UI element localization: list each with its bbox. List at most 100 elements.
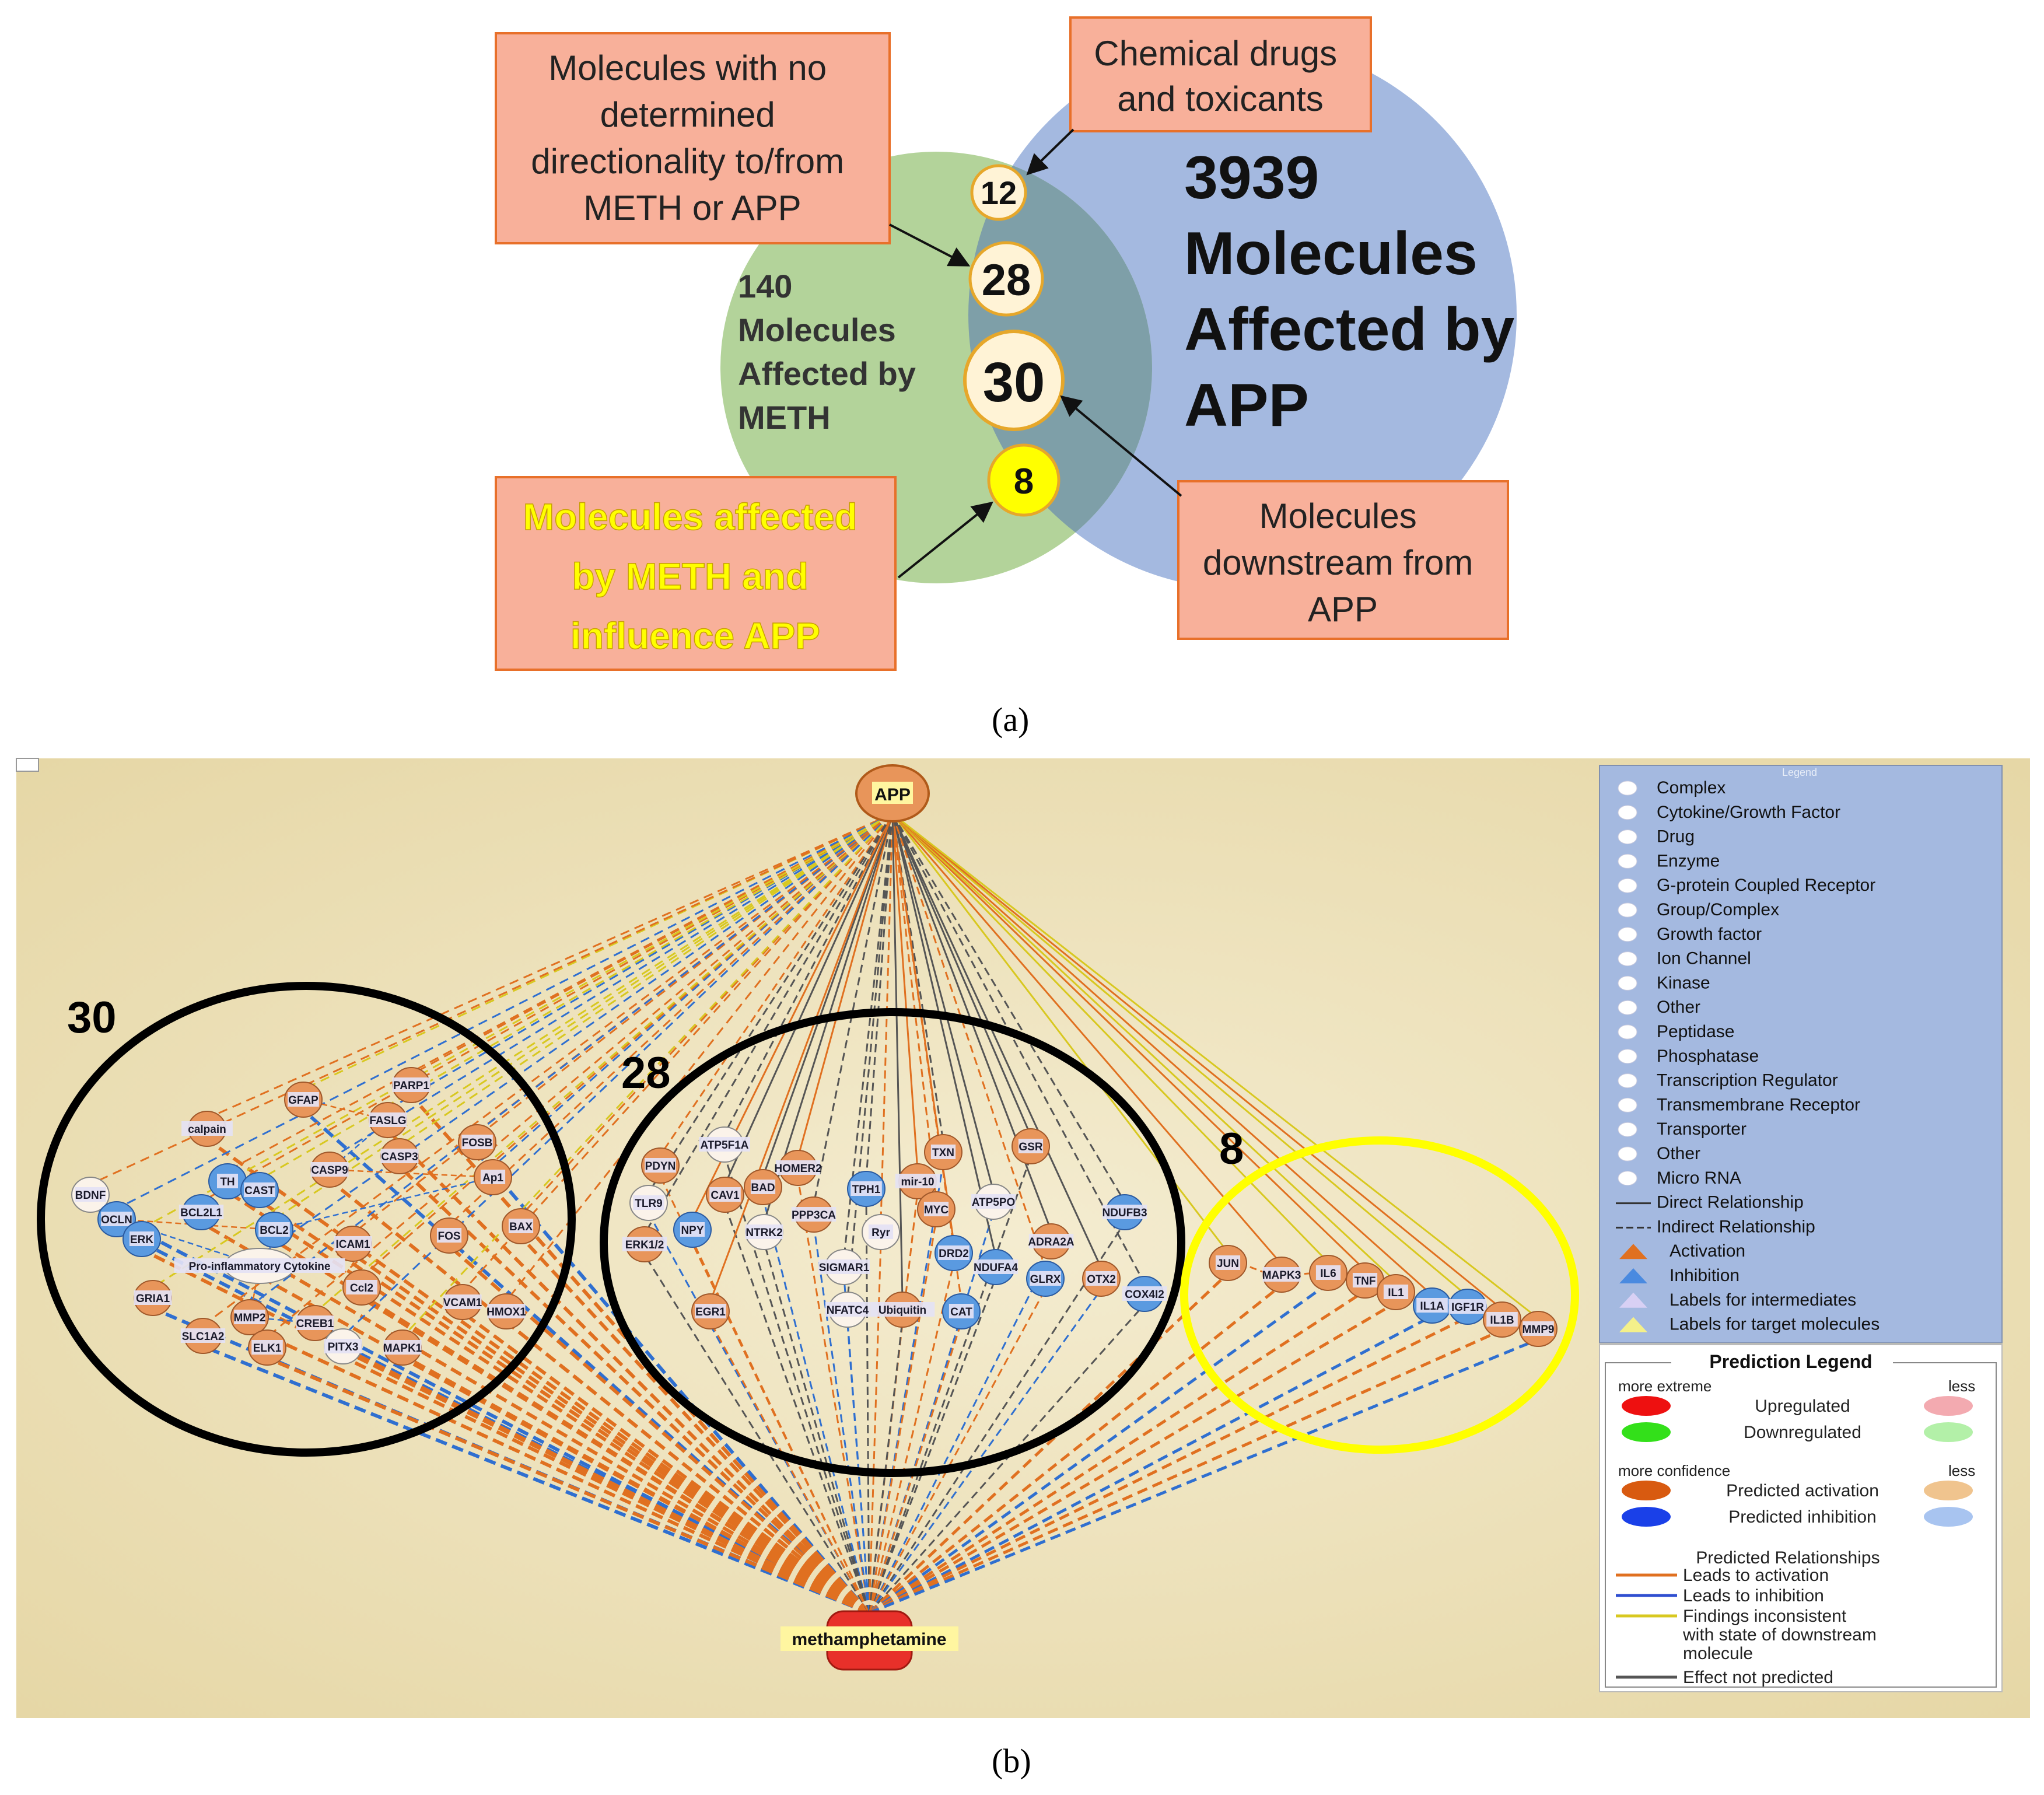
node-pitx3: PITX3	[324, 1328, 362, 1364]
node-label-bg-il1	[1383, 1285, 1409, 1299]
node-jun: JUN	[1209, 1245, 1247, 1281]
node-egr1: EGR1	[691, 1293, 730, 1329]
edge-meth-to-il6	[868, 1282, 1329, 1615]
predicted-relationships-title: Predicted Relationships	[1696, 1548, 1880, 1567]
edge-app-to-homer2	[797, 813, 894, 1158]
legend-item-micro-rna: Micro RNA	[1618, 1168, 1741, 1188]
edge-meth-to-mmp9	[869, 1338, 1539, 1615]
count-8: 8	[1014, 461, 1034, 502]
intermediate-triangle-icon	[1619, 1292, 1647, 1308]
edge-app-to-mir-10	[891, 813, 919, 1171]
edge-app-to-creb1	[314, 813, 893, 1314]
node-cox4i2: COX4I2	[1122, 1276, 1167, 1312]
activation-triangle-icon	[1619, 1244, 1647, 1259]
node-label-atp5po: ATP5PO	[972, 1196, 1016, 1209]
node-label-bg-bcl2	[258, 1222, 290, 1237]
corner-mark	[16, 758, 39, 772]
legend-item-other: Other	[1618, 1144, 1700, 1163]
count-12-bubble	[970, 164, 1027, 221]
node-bad: BAD	[744, 1169, 782, 1205]
node-ppp3ca: PPP3CA	[791, 1196, 836, 1233]
node-label-ap1: Ap1	[482, 1172, 503, 1184]
node-label-bg-mapk1	[383, 1340, 422, 1355]
more-extreme-label: more extreme	[1618, 1377, 1712, 1395]
node-label-ocln: OCLN	[101, 1214, 132, 1226]
edge-app-to-bcl2l1	[201, 813, 893, 1203]
node-label-mmp2: MMP2	[234, 1312, 266, 1324]
node-label-bg-fos	[436, 1228, 462, 1243]
no-direction-line-1: Molecules with no	[548, 48, 827, 88]
edge-app-to-vcam1	[461, 813, 894, 1293]
legend-item-label: Peptidase	[1657, 1022, 1734, 1041]
edge-meth-to-ubiquitin	[868, 1320, 904, 1614]
edge-meth-to-cox4i2	[868, 1304, 1146, 1614]
node-label-gsr: GSR	[1019, 1141, 1042, 1153]
node-label-il1a: IL1A	[1420, 1300, 1444, 1313]
node-label-jun: JUN	[1217, 1258, 1239, 1270]
node-fos: FOS	[430, 1217, 468, 1254]
node-label-bg-ndufa4	[973, 1259, 1019, 1274]
edge-app-to-bad	[762, 813, 894, 1177]
node-label-bg-erk	[129, 1231, 155, 1246]
predicted-inhibition-weak-swatch	[1924, 1507, 1973, 1527]
edge-app-to-casp3	[399, 813, 893, 1147]
app-line-1: 3939	[1184, 144, 1319, 212]
node-label-bax: BAX	[509, 1221, 533, 1233]
node-slc1a2: SLC1A2	[180, 1318, 226, 1354]
node-label-elk1: ELK1	[253, 1342, 282, 1355]
legend-item-complex: Complex	[1618, 778, 1726, 797]
meth-line-2: Molecules	[738, 312, 896, 348]
node-label-mir-10: mir-10	[901, 1176, 934, 1188]
node-label-bg-bad	[750, 1180, 776, 1194]
node-vcam1: VCAM1	[443, 1284, 482, 1320]
node-label-bg-bcl2l1	[178, 1205, 224, 1219]
node-label-txn: TXN	[932, 1147, 954, 1159]
edge-meth-to-drd2	[868, 1263, 955, 1614]
legend-panel	[1599, 765, 2003, 1343]
node-icam1: ICAM1	[334, 1226, 372, 1262]
legend-item-activation: Activation	[1619, 1241, 1745, 1261]
node-label-bg-il1b	[1486, 1312, 1518, 1327]
node-erk1-2: ERK1/2	[622, 1226, 667, 1262]
panel-a-caption: (a)	[992, 701, 1030, 739]
node-label-bg-tph1	[850, 1181, 882, 1196]
edge-meth-to-hmox1	[505, 1320, 870, 1615]
node-label-bg-gfap	[288, 1092, 319, 1107]
legend-item-label: Activation	[1670, 1241, 1745, 1261]
edge-meth-to-bax	[519, 1235, 871, 1615]
node-cav1: CAV1	[706, 1177, 744, 1213]
node-label-faslg: FASLG	[369, 1115, 406, 1127]
node-ubiquitin: Ubiquitin	[870, 1292, 935, 1328]
node-pdyn: PDYN	[641, 1147, 680, 1184]
edge-app-to-erk	[141, 813, 893, 1230]
node-label-nfatc4: NFATC4	[827, 1304, 869, 1317]
downregulated-strong-swatch	[1622, 1422, 1671, 1442]
more-confidence-label: more confidence	[1618, 1462, 1730, 1479]
node-label-bg-ccl2	[346, 1280, 377, 1294]
edge-meth-to-vcam1	[461, 1311, 870, 1615]
node-gsr: GSR	[1012, 1128, 1050, 1164]
legend-item-indirect-relationship: Indirect Relationship	[1616, 1217, 1815, 1236]
node-label-bg-txn	[930, 1145, 956, 1159]
node-label-drd2: DRD2	[939, 1248, 969, 1260]
edge-meth-to-il1a	[868, 1314, 1433, 1615]
node-label-hmox1: HMOX1	[487, 1306, 526, 1318]
node-label-bg-fosb	[461, 1135, 493, 1149]
node-label-bg-tnf	[1352, 1273, 1378, 1287]
node-label-vcam1: VCAM1	[443, 1297, 482, 1309]
node-erk: ERK	[123, 1221, 161, 1257]
gpcr-icon	[1618, 878, 1637, 893]
node-label-gfap: GFAP	[288, 1094, 318, 1107]
node-label-bg-homer2	[775, 1160, 821, 1175]
node-nfatc4: NFATC4	[825, 1292, 870, 1328]
node-parp1: PARP1	[392, 1067, 430, 1103]
edge-meth-to-ndufa4	[868, 1277, 997, 1614]
node-ap1: Ap1	[474, 1159, 512, 1195]
downstream-line-2: downstream from	[1203, 543, 1473, 582]
node-bax: BAX	[502, 1208, 540, 1244]
node-gria1: GRIA1	[134, 1280, 172, 1316]
downstream-line-3: APP	[1308, 590, 1378, 629]
transcription-regulator-icon	[1618, 1073, 1637, 1089]
edge-app-to-ocln	[116, 813, 893, 1210]
venn-diagram-panel: 140 Molecules Affected by METH 3939 Mole…	[495, 16, 1517, 671]
